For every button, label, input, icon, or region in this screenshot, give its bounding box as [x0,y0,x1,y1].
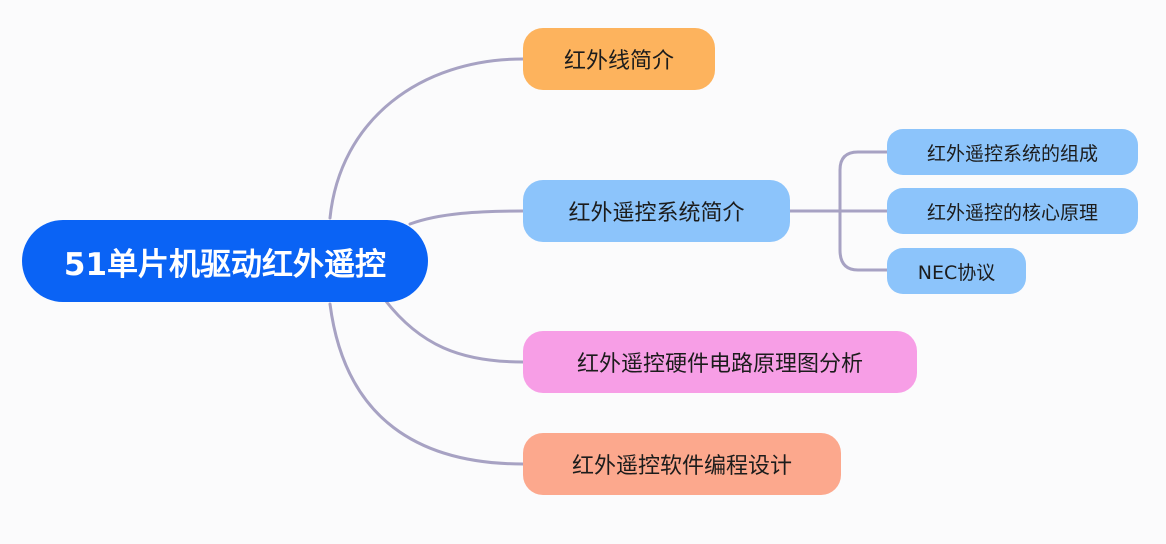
connector-system-subtopics [788,150,889,272]
topic-label: 红外遥控硬件电路原理图分析 [576,352,863,377]
connector-root-intro [328,57,525,220]
topic-software-design[interactable]: 红外遥控软件编程设计 [523,433,841,495]
topic-remote-system-intro[interactable]: 红外遥控系统简介 [523,180,790,242]
root-topic-label: 51单片机驱动红外遥控 [63,246,387,283]
topic-label: 红外遥控系统简介 [568,201,745,226]
subtopic-label: 红外遥控的核心原理 [926,201,1098,224]
topic-label: 红外遥控软件编程设计 [571,454,792,479]
subtopic-core-principle[interactable]: 红外遥控的核心原理 [887,188,1138,234]
topic-hardware-circuit[interactable]: 红外遥控硬件电路原理图分析 [523,331,917,393]
root-topic[interactable]: 51单片机驱动红外遥控 [22,220,428,302]
topic-label: 红外线简介 [563,49,674,74]
subtopic-system-composition[interactable]: 红外遥控系统的组成 [887,129,1138,175]
subtopic-label: NEC协议 [917,261,996,284]
subtopic-nec-protocol[interactable]: NEC协议 [887,248,1026,294]
subtopic-label: 红外遥控系统的组成 [926,142,1098,165]
connector-root-system [408,209,525,226]
connector-root-hardware [383,298,525,364]
connector-root-software [328,302,525,466]
topic-infrared-intro[interactable]: 红外线简介 [523,28,715,90]
